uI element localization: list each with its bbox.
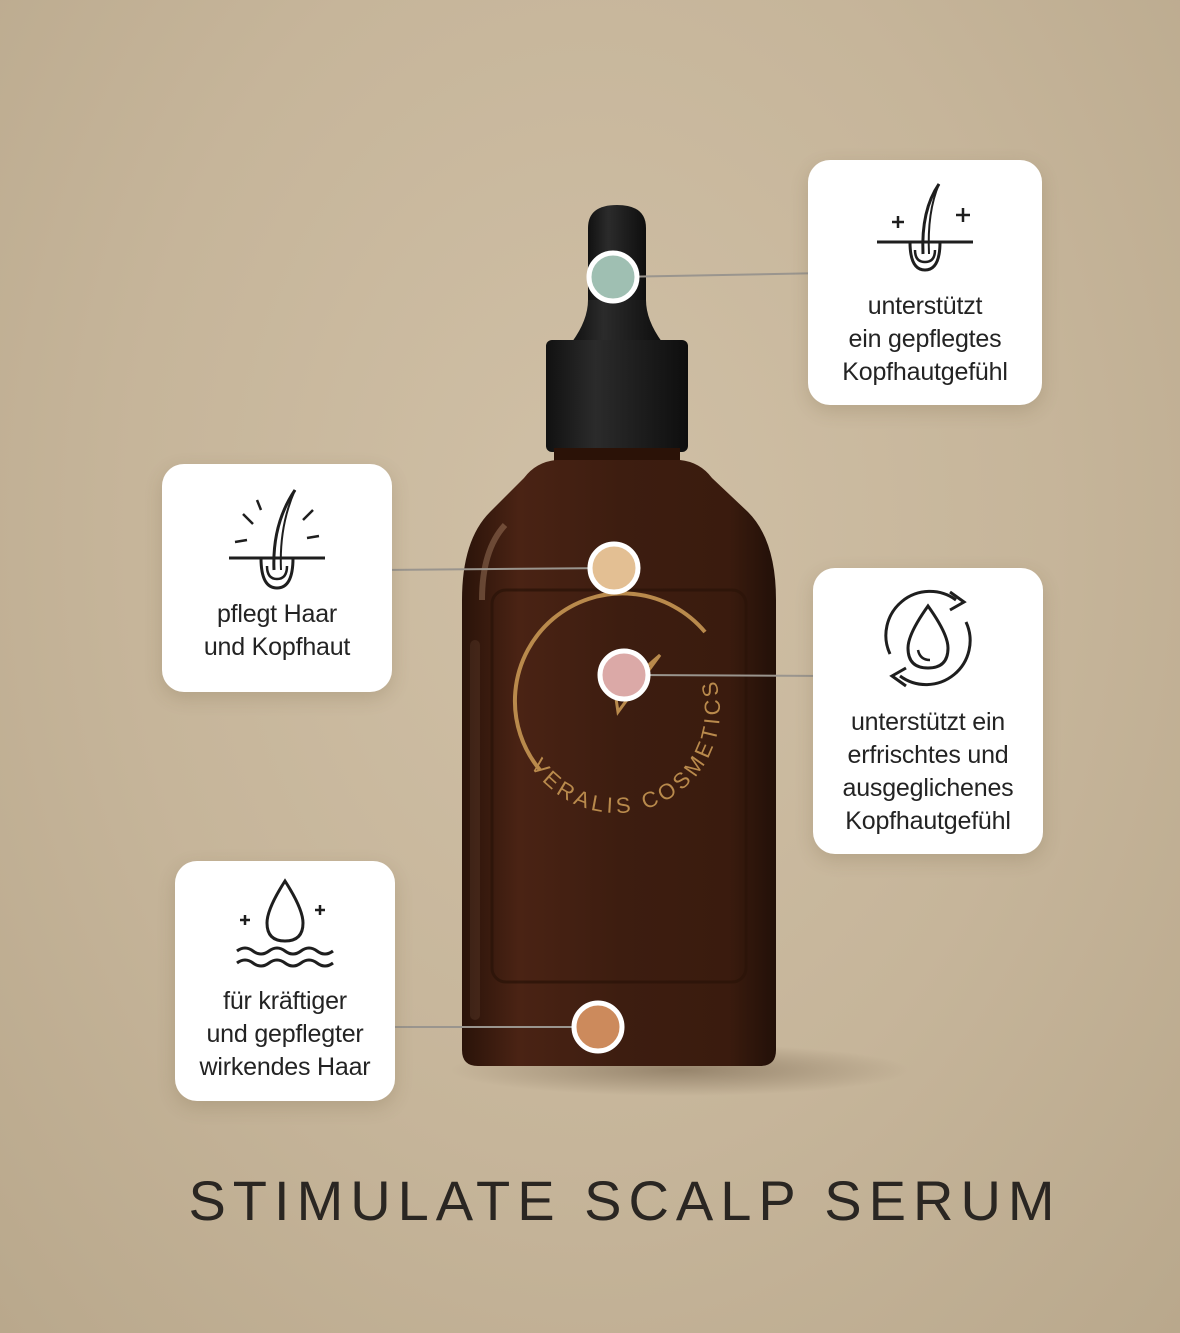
callout-label-3: unterstützt ein erfrischtes und ausgegli… xyxy=(842,708,1014,835)
bottle-body xyxy=(462,460,776,1066)
hair-follicle-sparkle-icon xyxy=(877,183,973,272)
callout-label-1: unterstützt ein gepflegtes Kopfhautgefüh… xyxy=(842,292,1008,386)
callout-card-scalp-care: unterstützt ein gepflegtes Kopfhautgefüh… xyxy=(808,160,1042,405)
callout-label-2: pflegt Haar und Kopfhaut xyxy=(203,600,351,661)
callout-dot-2 xyxy=(587,541,641,595)
product-title: STIMULATE SCALP SERUM xyxy=(188,1169,1062,1232)
callout-label-4: für kräftiger und gepflegter wirkendes H… xyxy=(199,987,371,1081)
brand-text: VERALIS COSMETICS xyxy=(526,676,721,819)
dropper-neck xyxy=(572,300,662,342)
connector-line-1 xyxy=(614,272,827,278)
connector-line-2 xyxy=(380,567,616,571)
callout-dot-4 xyxy=(571,1000,625,1054)
refresh-droplet-icon xyxy=(884,589,972,688)
connector-line-3 xyxy=(623,674,830,677)
callout-card-refresh: unterstützt ein erfrischtes und ausgegli… xyxy=(813,568,1043,854)
callout-dot-1 xyxy=(586,250,640,304)
droplet-waves-icon xyxy=(236,878,334,968)
hair-follicle-rays-icon xyxy=(229,489,325,590)
logo-ring xyxy=(512,591,707,772)
svg-text:VERALIS COSMETICS: VERALIS COSMETICS xyxy=(526,676,725,819)
callout-card-hair-scalp: pflegt Haar und Kopfhaut xyxy=(162,464,392,692)
callout-card-strong-hair: für kräftiger und gepflegter wirkendes H… xyxy=(175,861,395,1101)
bottle-cap xyxy=(546,340,688,452)
callout-dot-3 xyxy=(597,648,651,702)
